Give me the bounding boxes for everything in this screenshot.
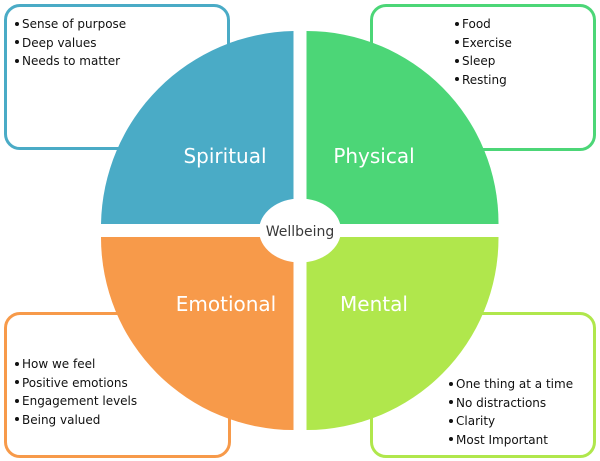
bullet-text: Needs to matter [22, 54, 121, 68]
bullet-text: Engagement levels [22, 394, 138, 408]
bullet-icon [449, 418, 453, 423]
bullet-text: Deep values [22, 35, 97, 50]
bullet-item: Sleep [455, 52, 512, 71]
bullet-item: Food [455, 15, 512, 34]
physical-label: Physical [333, 144, 414, 168]
bullet-icon [15, 417, 19, 421]
bullet-item: Resting [455, 71, 512, 90]
bullet-item: Clarity [449, 412, 573, 431]
bullet-item: How we feel [15, 355, 137, 374]
bullet-text: No distractions [456, 395, 547, 410]
mental-label: Mental [340, 292, 408, 316]
emotional-quadrant [100, 237, 294, 430]
bullet-icon [15, 40, 19, 44]
bullet-icon [15, 58, 19, 63]
bullet-icon [449, 437, 453, 441]
physical-quadrant [306, 31, 499, 224]
bullet-text: One thing at a time [456, 377, 574, 391]
center-hub [259, 198, 341, 263]
bullet-icon [449, 400, 453, 404]
bullet-icon [455, 77, 459, 81]
bullet-item: One thing at a time [449, 375, 573, 394]
bullet-text: Resting [462, 72, 507, 87]
bullet-text: Being valued [22, 412, 101, 427]
bullet-item: Exercise [455, 34, 512, 53]
bullet-icon [455, 40, 459, 44]
spiritual-quadrant [101, 31, 294, 224]
bullet-text: Clarity [456, 414, 496, 428]
bullet-item: Engagement levels [15, 392, 137, 411]
bullet-icon [15, 21, 19, 26]
spiritual-label: Spiritual [183, 144, 266, 168]
bullet-item: Sense of purpose [15, 15, 126, 34]
bullet-text: Positive emotions [22, 375, 128, 390]
bullet-icon [449, 381, 453, 386]
bullet-text: Sense of purpose [22, 17, 127, 31]
bullet-item: Positive emotions [15, 374, 137, 393]
bullet-item: No distractions [449, 394, 573, 413]
bullet-item: Being valued [15, 411, 137, 430]
bullet-item: Most Important [449, 431, 573, 450]
bullet-icon [455, 58, 459, 63]
bullet-icon [455, 21, 459, 26]
bullet-icon [15, 361, 19, 366]
center-title: Wellbeing [266, 224, 335, 240]
bullet-icon [15, 380, 19, 384]
bullet-item: Deep values [15, 34, 126, 53]
mental-quadrant [306, 237, 499, 430]
bullet-text: How we feel [22, 357, 96, 371]
emotional-label: Emotional [176, 292, 276, 316]
bullet-icon [15, 398, 19, 403]
bullet-text: Most Important [456, 432, 548, 447]
bullet-text: Food [462, 17, 491, 31]
bullet-text: Exercise [462, 35, 512, 50]
bullet-text: Sleep [462, 54, 496, 68]
bullet-item: Needs to matter [15, 52, 126, 71]
